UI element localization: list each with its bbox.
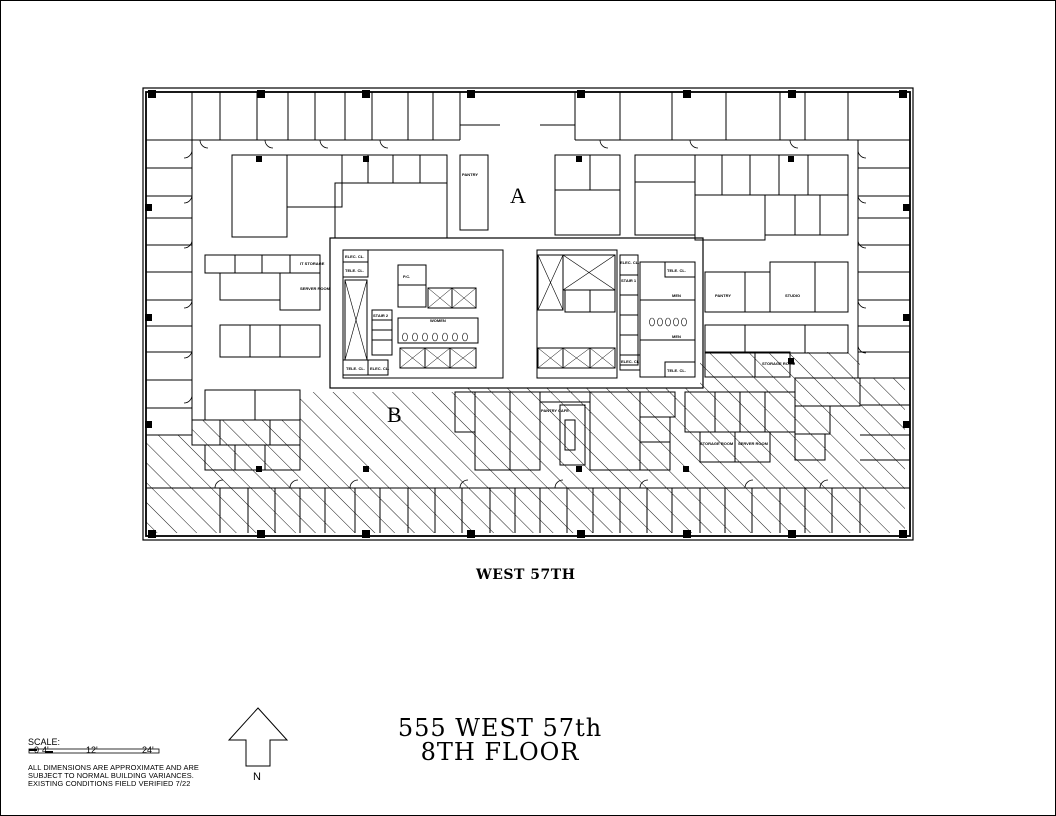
south-rooms: [146, 351, 910, 533]
room-label-tele-cl-1: TELE. CL.: [345, 268, 364, 273]
door-swings: [183, 139, 867, 489]
scale-note-line: EXISTING CONDITIONS FIELD VERIFIED 7/22: [28, 779, 191, 788]
room-label-pc: P.C.: [403, 274, 410, 279]
structural-columns: [145, 90, 910, 538]
room-label-pantry: PANTRY: [462, 172, 478, 177]
zone-a-label: A: [510, 183, 526, 208]
room-label-tele-cl-2: TELE. CL.: [346, 366, 365, 371]
interior-rooms-east: [704, 261, 849, 354]
room-label-pantry-cafe: PANTRY CAFE: [541, 408, 569, 413]
scale-block: SCALE: 0 4' 12' 24' ALL DIMENSIONS ARE A…: [28, 738, 218, 788]
room-label-tele-cl-4: TELE. CL.: [667, 368, 686, 373]
scale-note-line: SUBJECT TO NORMAL BUILDING VARIANCES.: [28, 771, 194, 780]
north-letter: N: [253, 771, 261, 783]
room-label-stair-2: STAIR 2: [373, 313, 389, 318]
room-label-studio: STUDIO: [785, 293, 800, 298]
room-label-elec-cl-3: ELEC. CL.: [620, 260, 639, 265]
room-label-tele-cl-3: TELE. CL.: [667, 268, 686, 273]
room-labels: PANTRY PANTRY STUDIO IT STORAGE SERVER R…: [300, 172, 800, 446]
hatched-area: [146, 352, 905, 533]
scale-tick: 4': [42, 745, 49, 755]
title-floor: 8TH FLOOR: [420, 738, 580, 766]
title-address: 555 WEST 57th: [397, 714, 603, 742]
room-label-elec-cl-2: ELEC. CL.: [370, 366, 389, 371]
room-label-server-room-west: SERVER ROOM: [300, 286, 331, 291]
room-label-server-room-south: SERVER ROOM: [738, 441, 769, 446]
room-label-elec-cl-1: ELEC. CL.: [345, 254, 364, 259]
interior-rooms-north: [231, 154, 849, 241]
room-label-storage-room-east: STORAGE ROOM: [762, 361, 796, 366]
title-block: 555 WEST 57th 8TH FLOOR: [380, 716, 620, 764]
west-offices: [146, 140, 193, 436]
room-label-stair-1: STAIR 1: [621, 278, 637, 283]
room-label-men-upper: MEN: [672, 293, 681, 298]
street-label: WEST 57TH: [476, 567, 576, 583]
scale-ticks: 0 4' 12' 24': [28, 746, 218, 764]
scale-tick: 12': [86, 745, 98, 755]
scale-note: ALL DIMENSIONS ARE APPROXIMATE AND ARE S…: [28, 764, 218, 788]
building-core: [329, 237, 704, 389]
toilet-fixtures: [402, 317, 687, 342]
zone-b-label: B: [387, 402, 402, 427]
room-label-men-lower: MEN: [672, 334, 681, 339]
room-label-it-storage: IT STORAGE: [300, 261, 325, 266]
north-offices: [146, 92, 910, 141]
scale-note-line: ALL DIMENSIONS ARE APPROXIMATE AND ARE: [28, 763, 199, 772]
scale-tick: 0: [34, 745, 40, 755]
scale-label: SCALE:: [28, 737, 61, 747]
room-label-women: WOMEN: [430, 318, 446, 323]
scale-tick: 24': [142, 745, 154, 755]
room-label-storage-room-south: STORAGE ROOM: [700, 441, 734, 446]
north-arrow-icon: [227, 707, 289, 767]
room-label-elec-cl-4: ELEC. CL.: [621, 359, 640, 364]
room-label-pantry-east: PANTRY: [715, 293, 731, 298]
scale-bar-graphic: [28, 748, 160, 754]
